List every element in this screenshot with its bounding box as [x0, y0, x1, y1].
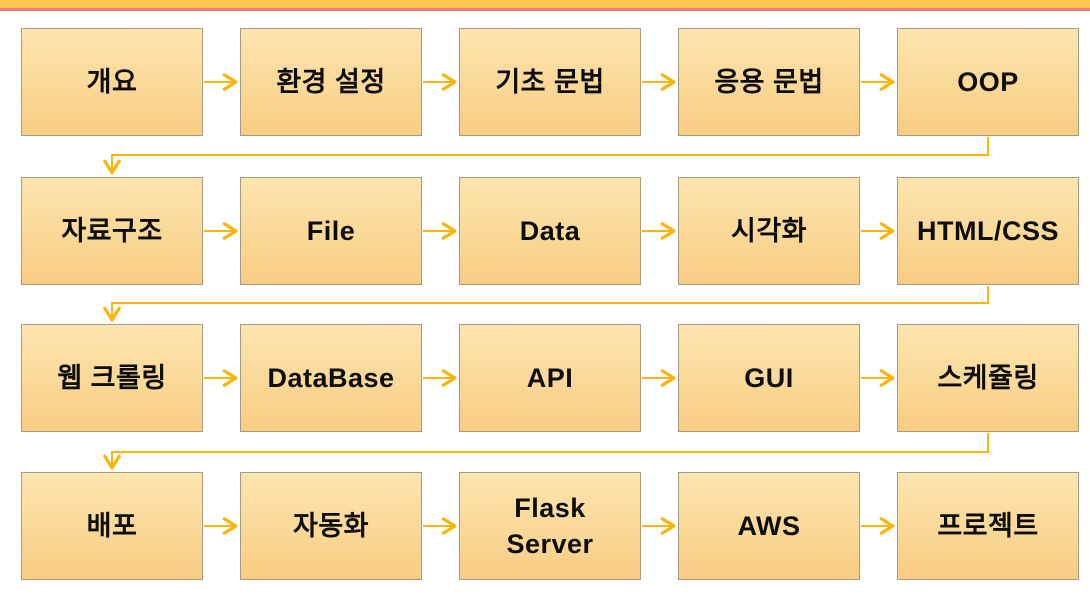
row-wrap-connector — [103, 286, 989, 322]
node-label: Data — [519, 215, 581, 246]
top-accent-bar-yellow — [0, 0, 1090, 8]
node-label: 자동화 — [292, 510, 370, 541]
node-aws: AWS — [678, 472, 860, 580]
node-label: DataBase — [267, 362, 395, 393]
node-applied-syntax: 응용 문법 — [678, 28, 860, 136]
node-label: 스케쥴링 — [937, 362, 1039, 393]
row-wrap-connector — [103, 137, 989, 175]
node-label: 개요 — [86, 66, 138, 97]
node-overview: 개요 — [21, 28, 203, 136]
node-label: 자료구조 — [61, 215, 163, 246]
node-environment-setup: 환경 설정 — [240, 28, 422, 136]
node-deployment: 배포 — [21, 472, 203, 580]
node-data-structures: 자료구조 — [21, 177, 203, 285]
node-label: File — [306, 215, 356, 246]
node-project: 프로젝트 — [897, 472, 1079, 580]
node-gui: GUI — [678, 324, 860, 432]
node-flask-server: Flask Server — [459, 472, 641, 580]
node-label: OOP — [957, 66, 1019, 97]
node-automation: 자동화 — [240, 472, 422, 580]
node-label: 응용 문법 — [714, 66, 824, 97]
node-label: Flask Server — [506, 492, 594, 559]
row-wrap-connector — [103, 433, 989, 470]
node-label: 배포 — [86, 510, 138, 541]
node-label: 시각화 — [730, 215, 808, 246]
node-scheduling: 스케쥴링 — [897, 324, 1079, 432]
node-visualization: 시각화 — [678, 177, 860, 285]
node-database: DataBase — [240, 324, 422, 432]
node-oop: OOP — [897, 28, 1079, 136]
node-api: API — [459, 324, 641, 432]
node-html-css: HTML/CSS — [897, 177, 1079, 285]
node-label: 기초 문법 — [495, 66, 605, 97]
node-file: File — [240, 177, 422, 285]
node-label: 환경 설정 — [276, 66, 386, 97]
node-web-crawling: 웹 크롤링 — [21, 324, 203, 432]
node-label: HTML/CSS — [917, 215, 1059, 246]
node-label: API — [526, 362, 574, 393]
node-label: 프로젝트 — [937, 510, 1039, 541]
node-basic-syntax: 기초 문법 — [459, 28, 641, 136]
node-label: AWS — [737, 510, 801, 541]
top-accent-bar-red-line — [0, 8, 1090, 11]
node-data: Data — [459, 177, 641, 285]
node-label: 웹 크롤링 — [57, 362, 167, 393]
node-label: GUI — [744, 362, 794, 393]
